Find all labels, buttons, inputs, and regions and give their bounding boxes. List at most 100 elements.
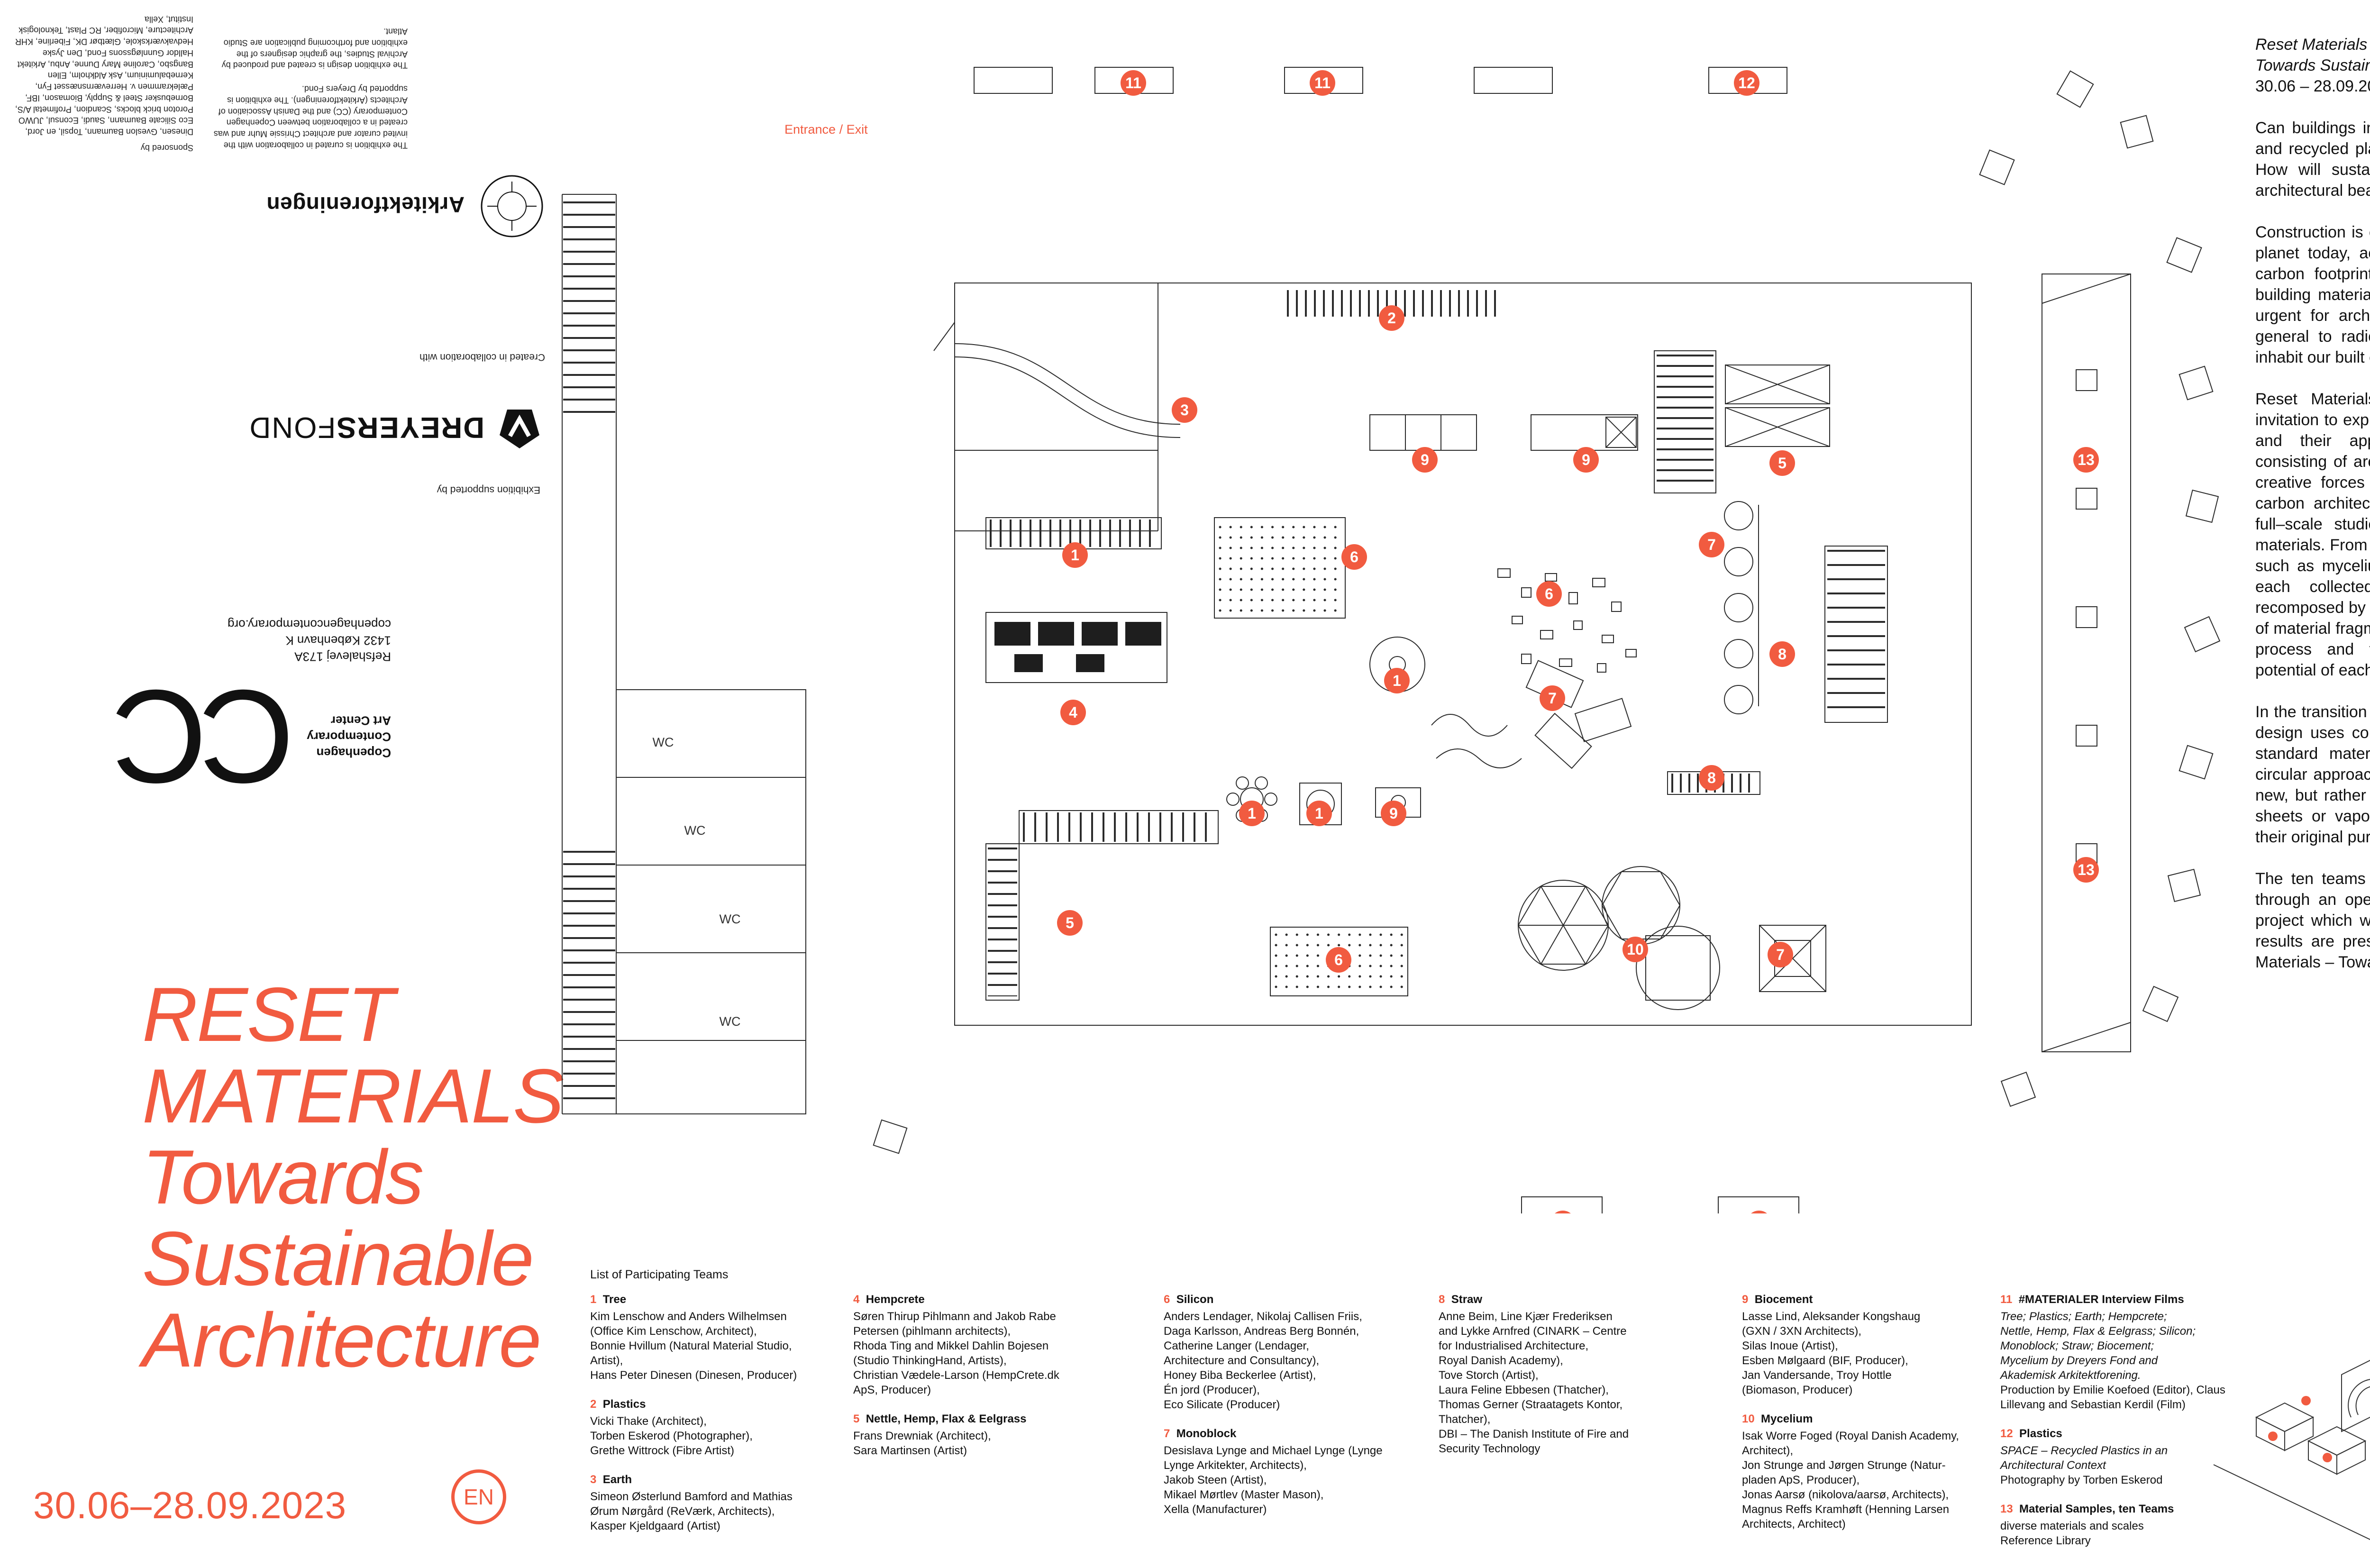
- cc-name: Copenhagen Contemporary Art Center: [307, 713, 391, 760]
- arkitektforeningen-wordmark: Arkitektforeningen: [266, 192, 465, 218]
- svg-text:1: 1: [1248, 805, 1256, 822]
- team-title: 10 Mycelium: [1742, 1413, 1813, 1425]
- plan-marker-7: 7: [1699, 532, 1724, 557]
- svg-text:1: 1: [1393, 672, 1401, 689]
- dreyers-wordmark-bold: DREYERS: [336, 411, 484, 444]
- svg-text:7: 7: [1776, 946, 1785, 963]
- team-members: Kim Lenschow and Anders Wilhelmsen (Offi…: [590, 1310, 797, 1382]
- team-films-list: SPACE – Recycled Plastics in an Architec…: [2000, 1444, 2168, 1472]
- svg-text:5: 5: [1066, 914, 1074, 931]
- plan-marker-6: 6: [1326, 947, 1351, 973]
- svg-text:6: 6: [1350, 548, 1358, 565]
- plan-marker-7: 7: [1540, 685, 1565, 711]
- arkitektforeningen-seal-icon: [479, 171, 545, 239]
- exhibition-dates: 30.06–28.09.2023: [33, 1484, 347, 1526]
- svg-text:7: 7: [1548, 690, 1557, 707]
- svg-text:11: 11: [1314, 74, 1331, 91]
- plan-marker-11: 11: [1751, 1211, 1767, 1213]
- svg-text:2: 2: [1387, 310, 1396, 327]
- wc-label: WC: [653, 735, 674, 749]
- plan-marker-8: 8: [1769, 641, 1795, 667]
- plan-marker-2: 2: [1379, 305, 1404, 331]
- svg-text:7: 7: [1707, 536, 1716, 553]
- team-members: Vicki Thake (Architect), Torben Eskerod …: [590, 1415, 753, 1457]
- plan-marker-1: 1: [1306, 801, 1332, 826]
- team-number: 8: [1439, 1293, 1445, 1306]
- plan-marker-6: 6: [1536, 581, 1562, 607]
- team-members: Desislava Lynge and Michael Lynge (Lynge…: [1164, 1444, 1383, 1516]
- team-members: Photography by Torben Eskerod: [2000, 1474, 2163, 1486]
- plan-marker-4: 4: [1060, 700, 1086, 725]
- team-number: 2: [590, 1398, 597, 1411]
- intro-paragraph-3: Reset Materials – Towards Sustainable Ar…: [2255, 390, 2370, 679]
- wc-label: WC: [684, 823, 706, 838]
- svg-text:11: 11: [1125, 74, 1141, 91]
- team-films-list: Tree; Plastics; Earth; Hempcrete; Nettle…: [2000, 1310, 2196, 1382]
- svg-text:13: 13: [2078, 451, 2095, 468]
- plan-marker-5: 5: [1057, 910, 1083, 936]
- isometric-exhibition-drawing: [2213, 1359, 2370, 1540]
- plan-marker-13: 13: [2073, 447, 2099, 473]
- team-title: 5 Nettle, Hemp, Flax & Eelgrass: [853, 1413, 1027, 1425]
- team-members: Frans Drewniak (Architect), Sara Martins…: [853, 1430, 991, 1457]
- team-number: 3: [590, 1473, 597, 1486]
- plan-marker-1: 1: [1062, 542, 1088, 568]
- plan-marker-8: 8: [1699, 765, 1724, 791]
- intro-paragraph-1: Can buildings in the future be construct…: [2255, 119, 2370, 200]
- svg-text:9: 9: [1389, 805, 1398, 822]
- team-number: 11: [2000, 1293, 2013, 1306]
- intro-paragraph-2: Construction is one of the most pollutin…: [2255, 223, 2370, 366]
- title-line: RESET: [142, 972, 394, 1057]
- team-title: 3 Earth: [590, 1473, 632, 1486]
- plan-marker-5: 5: [1769, 450, 1795, 476]
- dreyers-fond-wordmark: DREYERSFOND: [249, 410, 484, 444]
- exhibition-title: RESET MATERIALS Towards Sustainable Arch…: [142, 972, 564, 1383]
- svg-text:9: 9: [1582, 451, 1590, 468]
- team-number: 9: [1742, 1293, 1749, 1306]
- design-credit: The exhibition design is created and pro…: [221, 27, 408, 70]
- arkitektforeningen-logo-block: Created in collaboration with Arkitektfo…: [199, 171, 545, 363]
- plan-marker-9: 9: [1573, 447, 1599, 473]
- plan-marker-10: 10: [1623, 937, 1648, 962]
- title-line: Sustainable: [142, 1216, 534, 1302]
- entrance-exit-label: Entrance / Exit: [784, 122, 868, 137]
- intro-paragraph-5: The ten teams that are part of Reset Mat…: [2255, 870, 2370, 971]
- title-line: Architecture: [142, 1297, 541, 1383]
- plan-marker-13: 13: [2073, 857, 2099, 883]
- svg-text:13: 13: [2078, 861, 2095, 878]
- svg-text:1: 1: [1071, 547, 1079, 564]
- team-title: 13 Material Samples, ten Teams: [2000, 1503, 2174, 1515]
- svg-text:6: 6: [1545, 585, 1553, 602]
- sponsors-list: Dinesen, Gveslon Baumann, Topsil, en Jor…: [15, 14, 193, 137]
- team-number: 7: [1164, 1427, 1170, 1440]
- intro-paragraphs: Can buildings in the future be construct…: [2255, 118, 2370, 973]
- sponsored-by-label: Sponsored by: [140, 143, 193, 153]
- team-title: 11 #MATERIALER Interview Films: [2000, 1293, 2184, 1306]
- team-members: Anders Lendager, Nikolaj Callisen Friis,…: [1164, 1310, 1362, 1411]
- team-number: 12: [2000, 1427, 2013, 1440]
- plan-markers: 111112239951676817481195610713131111: [1057, 70, 2099, 1213]
- team-number: 4: [853, 1293, 860, 1306]
- dreyers-fond-logo-block: Exhibition supported by DREYERSFOND: [161, 405, 540, 495]
- title-line: Towards: [142, 1134, 424, 1221]
- curation-credit: The exhibition is curated in collaborati…: [213, 84, 408, 150]
- svg-text:4: 4: [1069, 704, 1077, 721]
- teams-heading: List of Participating Teams: [590, 1268, 729, 1281]
- intro-title-line1: Reset Materials: [2255, 36, 2368, 54]
- cc-logo-block: Copenhagen Contemporary Art Center CC Re…: [88, 616, 391, 811]
- team-number: 6: [1164, 1293, 1170, 1306]
